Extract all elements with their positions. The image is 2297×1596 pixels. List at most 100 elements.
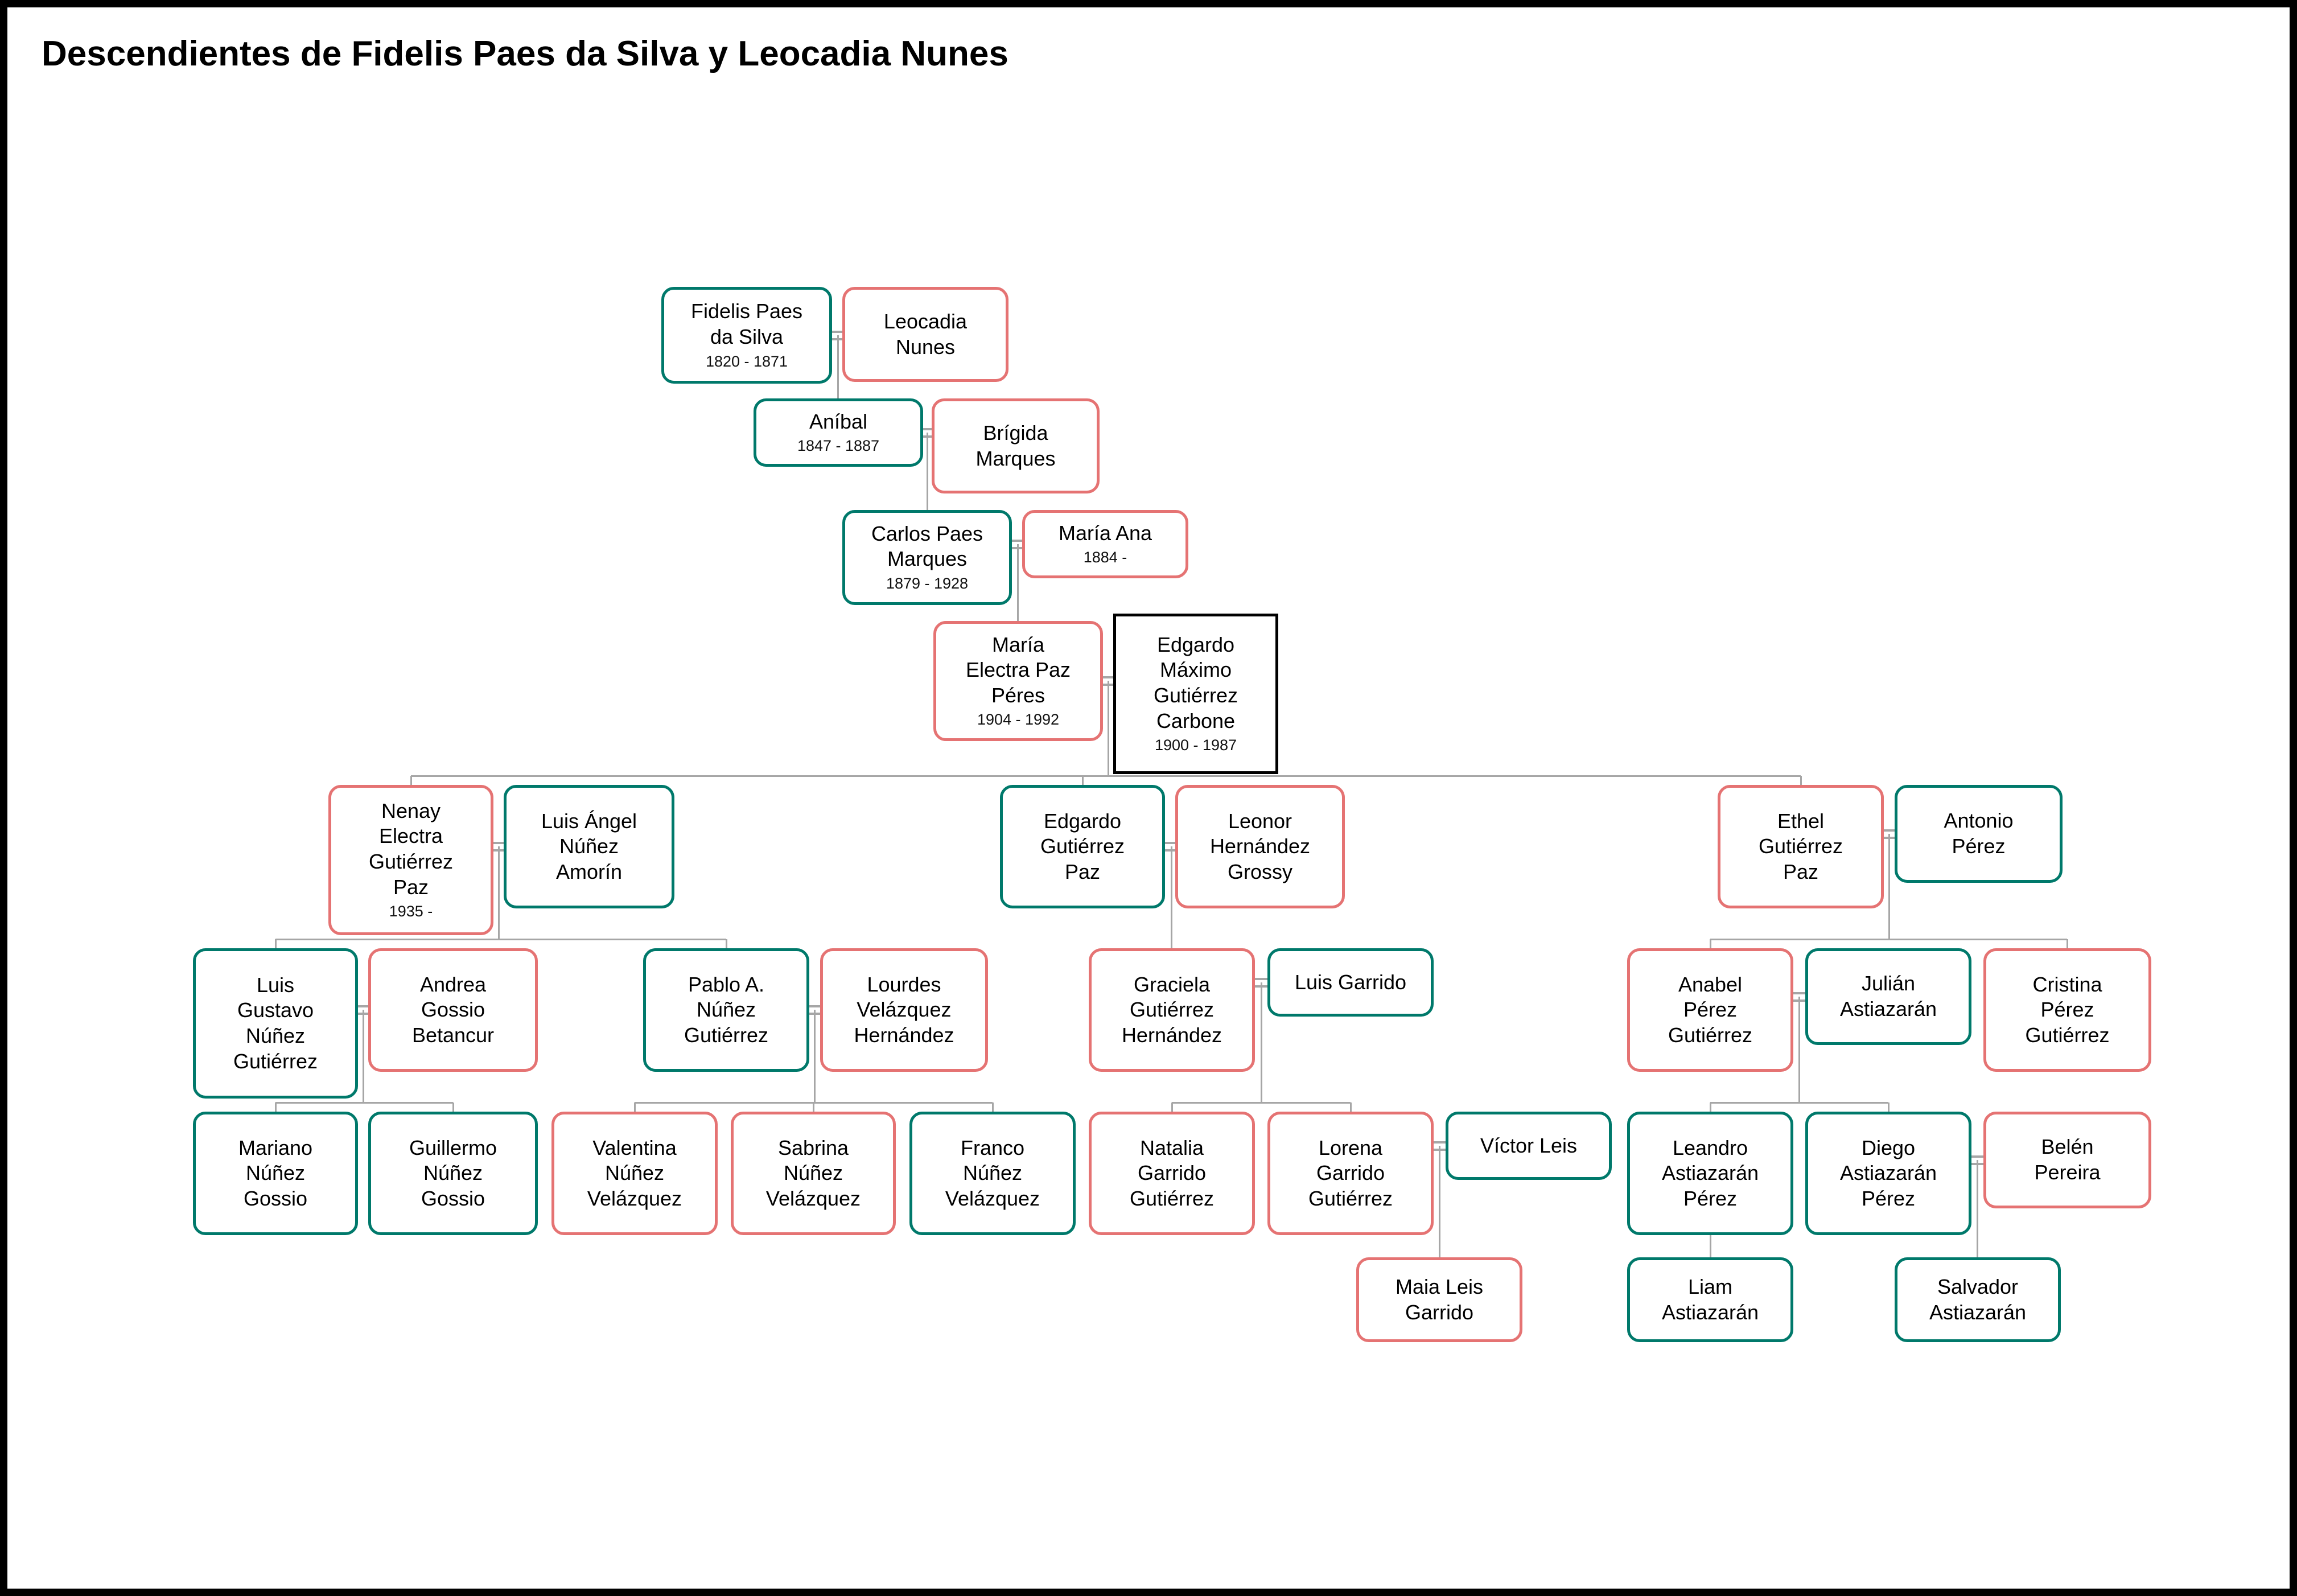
person-node-ethel[interactable]: Ethel Gutiérrez Paz: [1718, 785, 1884, 908]
connector-line: [452, 1103, 454, 1112]
connector-line: [1171, 1103, 1173, 1112]
connector-line: [1888, 1103, 1890, 1112]
person-node-pablo[interactable]: Pablo A. Núñez Gutiérrez: [643, 948, 809, 1072]
connector-line: [1800, 776, 1802, 785]
person-node-leonor[interactable]: Leonor Hernández Grossy: [1175, 785, 1345, 908]
person-node-anabel[interactable]: Anabel Pérez Gutiérrez: [1627, 948, 1793, 1072]
chart-title: Descendientes de Fidelis Paes da Silva y…: [42, 34, 1008, 73]
person-node-sabrina[interactable]: Sabrina Núñez Velázquez: [731, 1112, 896, 1235]
connector-line: [992, 1103, 994, 1112]
person-name: Liam Astiazarán: [1661, 1274, 1759, 1324]
person-node-edgardo_maximo[interactable]: Edgardo Máximo Gutiérrez Carbone 1900 - 1…: [1113, 614, 1278, 774]
person-name: Cristina Pérez Gutiérrez: [2025, 972, 2110, 1047]
person-name: Carlos Paes Marques: [871, 521, 983, 571]
person-name: Edgardo Máximo Gutiérrez Carbone: [1153, 632, 1238, 733]
person-name: Luis Garrido: [1294, 970, 1407, 994]
person-name: Andrea Gossio Betancur: [411, 972, 495, 1047]
person-node-guillermo[interactable]: Guillermo Núñez Gossio: [368, 1112, 538, 1235]
person-name: Leocadia Nunes: [883, 309, 968, 359]
connector-line: [275, 1103, 277, 1112]
person-dates: 1879 - 1928: [886, 575, 969, 593]
marriage-connector: [1969, 1155, 1985, 1165]
person-node-graciela[interactable]: Graciela Gutiérrez Hernández: [1089, 948, 1255, 1072]
person-node-maia[interactable]: Maia Leis Garrido: [1356, 1257, 1522, 1342]
person-name: Valentina Núñez Velázquez: [587, 1136, 682, 1210]
person-node-belen[interactable]: Belén Pereira: [1983, 1112, 2151, 1208]
connector-line: [363, 1010, 364, 1103]
connector-line: [2067, 939, 2068, 948]
person-node-anibal[interactable]: Aníbal 1847 - 1887: [754, 398, 923, 467]
person-dates: 1847 - 1887: [797, 437, 880, 455]
connector-line: [634, 1103, 636, 1112]
person-name: Diego Astiazarán Pérez: [1839, 1136, 1937, 1210]
person-name: Mariano Núñez Gossio: [238, 1136, 313, 1210]
person-name: Graciela Gutiérrez Hernández: [1121, 972, 1222, 1047]
marriage-connector: [829, 331, 845, 340]
person-name: Ethel Gutiérrez Paz: [1758, 809, 1843, 883]
person-node-salvador[interactable]: Salvador Astiazarán: [1895, 1257, 2061, 1342]
person-node-mariano[interactable]: Mariano Núñez Gossio: [193, 1112, 358, 1235]
person-name: Belén Pereira: [2034, 1135, 2101, 1184]
person-name: Maia Leis Garrido: [1395, 1274, 1484, 1324]
person-dates: 1904 - 1992: [977, 711, 1060, 729]
person-node-andrea[interactable]: Andrea Gossio Betancur: [368, 948, 538, 1072]
person-name: Luis Ángel Núñez Amorín: [541, 809, 637, 883]
connector-line: [1439, 1146, 1440, 1257]
marriage-connector: [919, 428, 935, 438]
connector-line: [410, 776, 412, 785]
connector-line: [498, 846, 500, 939]
person-node-brigida[interactable]: Brígida Marques: [932, 398, 1100, 493]
person-node-franco[interactable]: Franco Núñez Velázquez: [909, 1112, 1076, 1235]
person-dates: 1884 -: [1083, 549, 1127, 566]
marriage-connector: [1009, 540, 1025, 549]
marriage-connector: [1791, 992, 1807, 1002]
person-node-edgardo_jr[interactable]: Edgardo Gutiérrez Paz: [1000, 785, 1165, 908]
person-name: Julián Astiazarán: [1839, 972, 1937, 1021]
person-node-lourdes[interactable]: Lourdes Velázquez Hernández: [820, 948, 988, 1072]
person-node-cristina[interactable]: Cristina Pérez Gutiérrez: [1983, 948, 2151, 1072]
person-name: Leandro Astiazarán Pérez: [1661, 1136, 1759, 1210]
person-node-luis_garrido[interactable]: Luis Garrido: [1267, 948, 1434, 1017]
marriage-connector: [1431, 1141, 1447, 1151]
person-node-victor[interactable]: Víctor Leis: [1446, 1112, 1612, 1180]
person-node-luis_angel[interactable]: Luis Ángel Núñez Amorín: [504, 785, 674, 908]
person-node-leocadia[interactable]: Leocadia Nunes: [842, 287, 1008, 382]
person-node-valentina[interactable]: Valentina Núñez Velázquez: [551, 1112, 718, 1235]
person-name: Aníbal: [809, 409, 868, 433]
person-node-natalia[interactable]: Natalia Garrido Gutiérrez: [1089, 1112, 1255, 1235]
connector-line: [1261, 982, 1262, 1103]
person-node-luis_gustavo[interactable]: Luis Gustavo Núñez Gutiérrez: [193, 948, 358, 1099]
person-name: Franco Núñez Velázquez: [945, 1136, 1040, 1210]
connector-line: [726, 939, 727, 948]
person-name: Guillermo Núñez Gossio: [409, 1136, 497, 1210]
marriage-connector: [1100, 676, 1116, 686]
person-node-carlos[interactable]: Carlos Paes Marques 1879 - 1928: [842, 510, 1012, 605]
person-node-diego[interactable]: Diego Astiazarán Pérez: [1805, 1112, 1971, 1235]
person-name: Antonio Pérez: [1944, 809, 2014, 858]
marriage-connector: [491, 842, 507, 852]
person-node-liam[interactable]: Liam Astiazarán: [1627, 1257, 1793, 1342]
connector-line: [927, 433, 928, 510]
connector-line: [814, 1010, 816, 1103]
person-node-lorena[interactable]: Lorena Garrido Gutiérrez: [1267, 1112, 1434, 1235]
person-name: Víctor Leis: [1480, 1133, 1578, 1157]
marriage-connector: [806, 1005, 822, 1015]
person-dates: 1900 - 1987: [1154, 737, 1237, 754]
person-node-antonio[interactable]: Antonio Pérez: [1895, 785, 2063, 883]
person-name: Leonor Hernández Grossy: [1209, 809, 1311, 883]
connector-line: [1172, 1102, 1351, 1104]
connector-line: [275, 1102, 453, 1104]
connector-line: [1710, 1235, 1711, 1257]
person-node-leandro[interactable]: Leandro Astiazarán Pérez: [1627, 1112, 1793, 1235]
connector-line: [1710, 939, 1711, 948]
connector-line: [1017, 544, 1019, 621]
connector-line: [1888, 834, 1890, 939]
connector-line: [813, 1103, 814, 1112]
connector-line: [1082, 776, 1084, 785]
person-node-julian[interactable]: Julián Astiazarán: [1805, 948, 1971, 1045]
